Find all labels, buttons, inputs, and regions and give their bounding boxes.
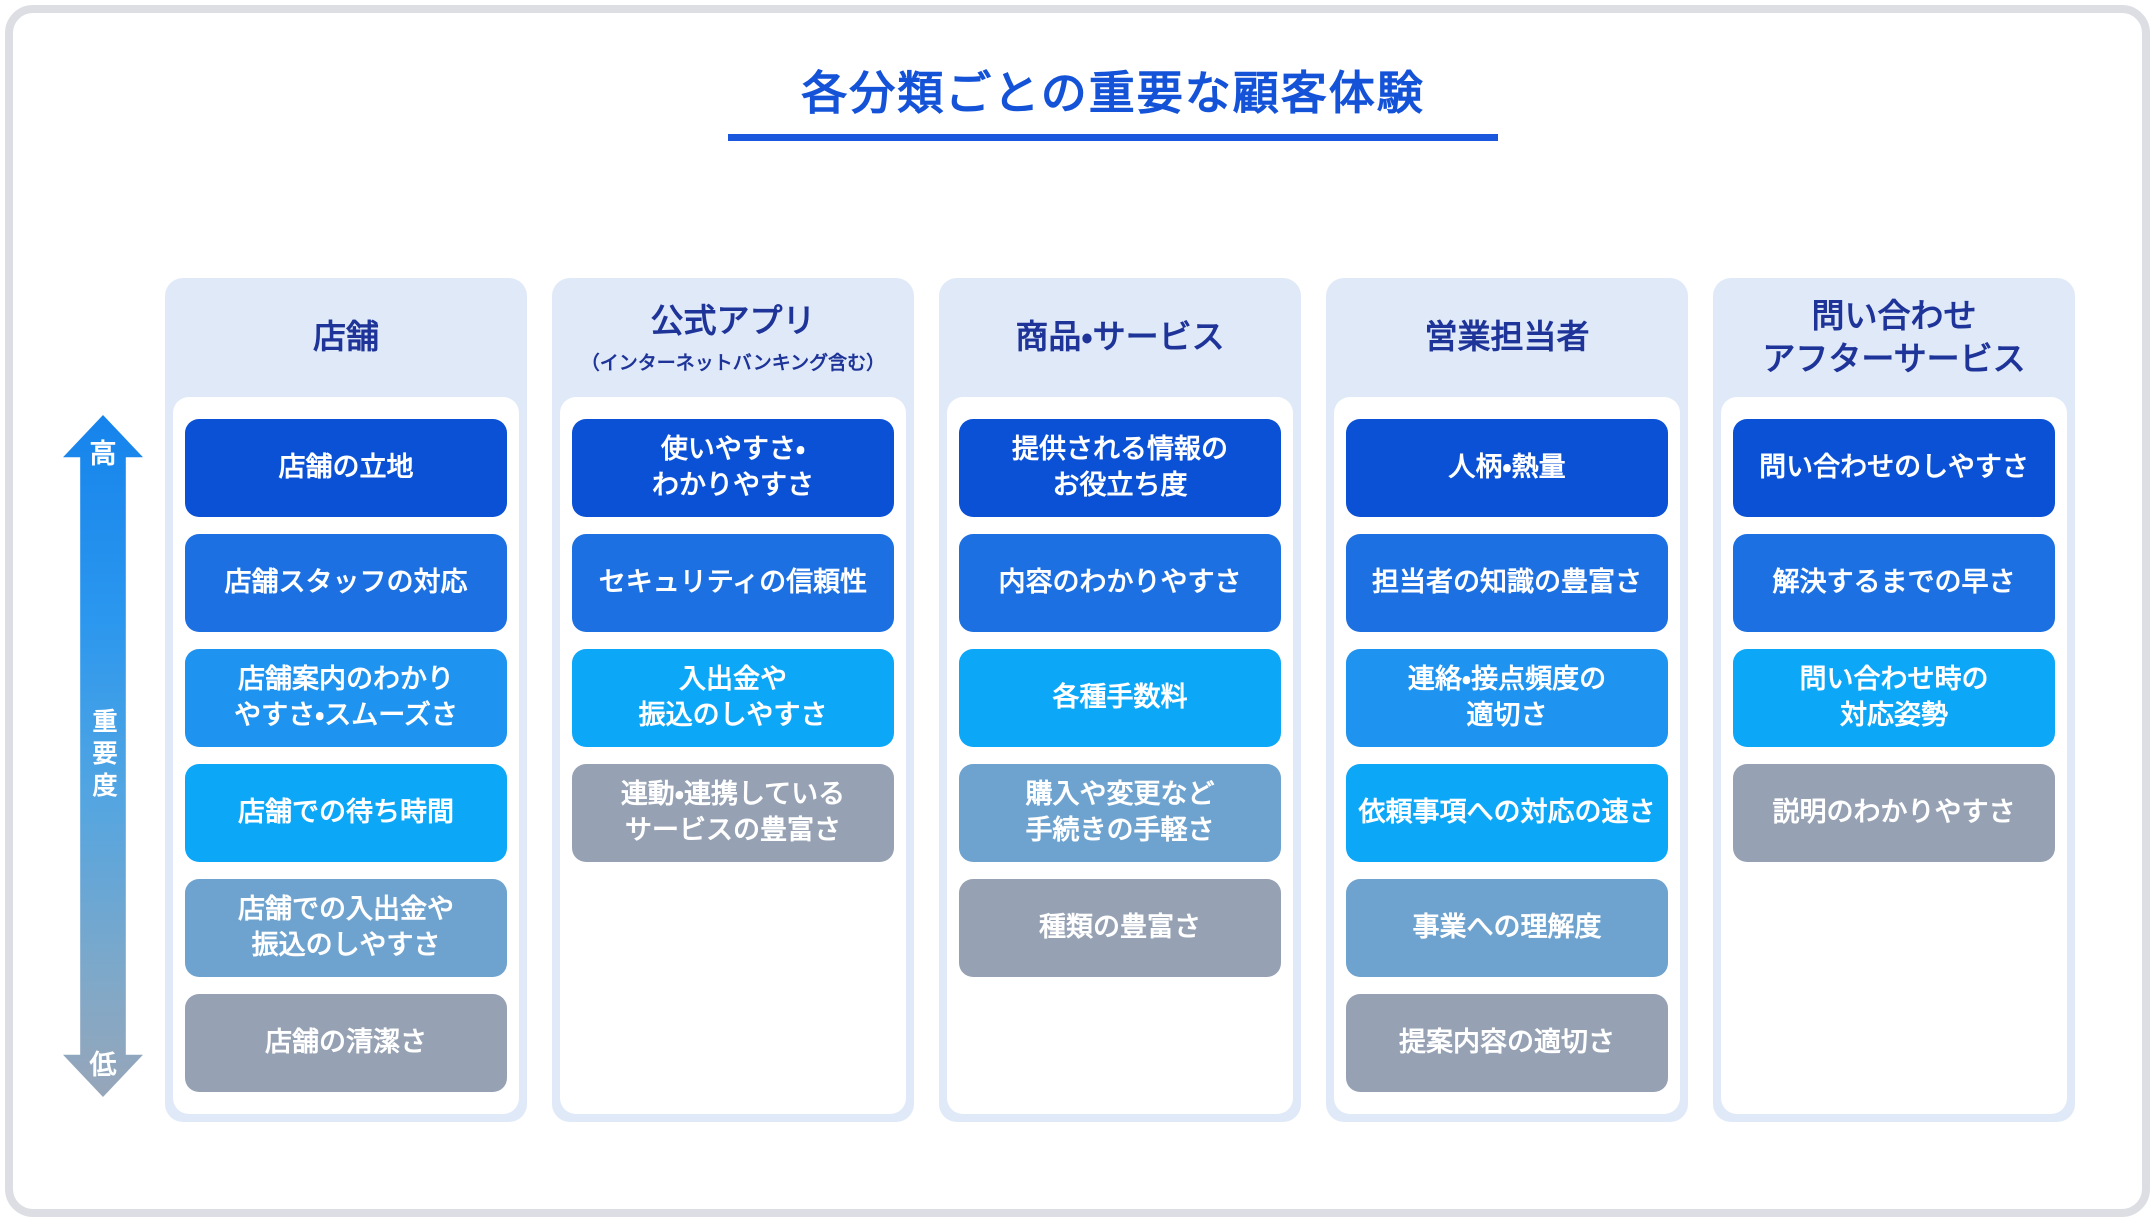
column-title: 営業担当者 [1424,318,1590,356]
experience-chip: 店舗での待ち時間 [185,764,507,862]
category-columns: 店舗 店舗の立地 店舗スタッフの対応 店舗案内のわかり やすさ・スムーズさ 店舗… [165,278,2075,1122]
experience-chip: 問い合わせのしやすさ [1733,419,2055,517]
experience-chip: 提供される情報の お役立ち度 [959,419,1281,517]
experience-chip: 人柄・熱量 [1346,419,1668,517]
importance-high-label: 高 [89,439,117,469]
experience-chip: 入出金や 振込のしやすさ [572,649,894,747]
experience-chip: 連動・連携している サービスの豊富さ [572,764,894,862]
column-title: 問い合わせ アフターサービス [1762,297,2026,377]
experience-chip: 店舗での入出金や 振込のしやすさ [185,879,507,977]
experience-chip: 担当者の知識の豊富さ [1346,534,1668,632]
experience-chip: 事業への理解度 [1346,879,1668,977]
experience-chip: 使いやすさ・ わかりやすさ [572,419,894,517]
category-column-inquiry-after-service: 問い合わせ アフターサービス 問い合わせのしやすさ 解決するまでの早さ 問い合わ… [1713,278,2075,1122]
experience-chip: 依頼事項への対応の速さ [1346,764,1668,862]
category-column-store: 店舗 店舗の立地 店舗スタッフの対応 店舗案内のわかり やすさ・スムーズさ 店舗… [165,278,527,1122]
page-title: 各分類ごとの重要な顧客体験 [801,67,1425,119]
experience-chip: 内容のわかりやすさ [959,534,1281,632]
importance-low-label: 低 [89,1050,117,1080]
category-column-official-app: 公式アプリ （インターネットバンキング含む） 使いやすさ・ わかりやすさ セキュ… [552,278,914,1122]
experience-chip: 連絡・接点頻度の 適切さ [1346,649,1668,747]
importance-axis-label: 重要度 [89,708,117,804]
column-header: 商品・サービス [939,278,1301,397]
column-title: 商品・サービス [1015,318,1225,356]
column-items-panel: 人柄・熱量 担当者の知識の豊富さ 連絡・接点頻度の 適切さ 依頼事項への対応の速… [1334,397,1680,1114]
column-items-panel: 使いやすさ・ わかりやすさ セキュリティの信頼性 入出金や 振込のしやすさ 連動… [560,397,906,1114]
title-underline [728,134,1498,142]
column-items-panel: 店舗の立地 店舗スタッフの対応 店舗案内のわかり やすさ・スムーズさ 店舗での待… [173,397,519,1114]
experience-chip: 説明のわかりやすさ [1733,764,2055,862]
experience-chip: 店舗案内のわかり やすさ・スムーズさ [185,649,507,747]
experience-chip: セキュリティの信頼性 [572,534,894,632]
column-title: 店舗 [313,318,379,356]
column-header: 公式アプリ （インターネットバンキング含む） [552,278,914,397]
column-title: 公式アプリ [650,302,816,340]
experience-chip: 各種手数料 [959,649,1281,747]
column-header: 営業担当者 [1326,278,1688,397]
category-column-products-services: 商品・サービス 提供される情報の お役立ち度 内容のわかりやすさ 各種手数料 購… [939,278,1301,1122]
experience-chip: 種類の豊富さ [959,879,1281,977]
experience-chip: 問い合わせ時の 対応姿勢 [1733,649,2055,747]
column-items-panel: 問い合わせのしやすさ 解決するまでの早さ 問い合わせ時の 対応姿勢 説明のわかり… [1721,397,2067,1114]
column-items-panel: 提供される情報の お役立ち度 内容のわかりやすさ 各種手数料 購入や変更など 手… [947,397,1293,1114]
importance-axis-arrow: 高 重要度 低 [63,415,143,1097]
experience-chip: 店舗の立地 [185,419,507,517]
experience-chip: 店舗スタッフの対応 [185,534,507,632]
experience-chip: 購入や変更など 手続きの手軽さ [959,764,1281,862]
column-header: 店舗 [165,278,527,397]
category-column-sales-rep: 営業担当者 人柄・熱量 担当者の知識の豊富さ 連絡・接点頻度の 適切さ 依頼事項… [1326,278,1688,1122]
column-header: 問い合わせ アフターサービス [1713,278,2075,397]
column-subtitle: （インターネットバンキング含む） [580,352,886,374]
experience-chip: 店舗の清潔さ [185,994,507,1092]
title-block: 各分類ごとの重要な顧客体験 [663,66,1563,142]
experience-chip: 解決するまでの早さ [1733,534,2055,632]
experience-chip: 提案内容の適切さ [1346,994,1668,1092]
